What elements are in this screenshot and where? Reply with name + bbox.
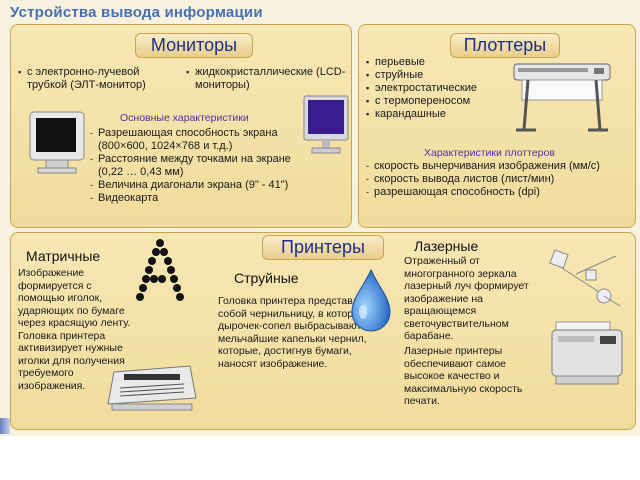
laser-mechanism-icon xyxy=(549,249,621,307)
laser-text-2: Лазерные принтеры обеспечивают самое выс… xyxy=(404,345,523,407)
lcd-monitor-icon xyxy=(303,95,349,154)
monitor-chars-title: Основные характеристики xyxy=(120,112,249,124)
plotter-type-item: с термопереносом xyxy=(366,95,526,108)
plotter-chars-list: скорость вычерчивания изображения (мм/с)… xyxy=(366,160,628,199)
monitor-type-lcd-label: жидкокристаллические (LCD-мониторы) xyxy=(186,66,346,92)
slide: Устройства вывода информации Мониторы с … xyxy=(0,0,640,436)
inkjet-text: Головка принтера представляет собой черн… xyxy=(218,295,379,370)
printers-heading: Принтеры xyxy=(262,235,384,260)
plotter-type-item: электростатические xyxy=(366,82,526,95)
corner-accent xyxy=(0,418,10,434)
plotter-char-item: скорость вычерчивания изображения (мм/с) xyxy=(366,160,628,173)
monitor-type-crt-label: с электронно-лучевой трубкой (ЭЛТ-монито… xyxy=(18,66,178,92)
monitor-char-item: Видеокарта xyxy=(90,192,308,205)
ink-drop-icon xyxy=(351,268,391,332)
plotter-icon xyxy=(513,63,611,132)
plotter-types-list: перьевые струйные электростатические с т… xyxy=(366,56,526,121)
page-title: Устройства вывода информации xyxy=(10,4,263,21)
plotter-type-item: перьевые xyxy=(366,56,526,69)
matrix-printer-icon xyxy=(107,365,197,411)
monitor-char-item: Величина диагонали экрана (9" - 41") xyxy=(90,179,308,192)
monitor-char-item: Разрешающая способность экрана (800×600,… xyxy=(90,127,308,153)
monitor-type-crt: с электронно-лучевой трубкой (ЭЛТ-монито… xyxy=(18,66,178,92)
plotter-type-item: карандашные xyxy=(366,108,526,121)
matrix-text: Изображение формируется с помощью иголок… xyxy=(18,267,131,392)
laser-title: Лазерные xyxy=(414,238,479,254)
plotter-chars-title: Характеристики плоттеров xyxy=(424,147,555,159)
plotter-char-item: разрешающая способность (dpi) xyxy=(366,186,628,199)
inkjet-title: Струйные xyxy=(234,270,299,286)
laser-printer-icon xyxy=(551,321,623,385)
crt-monitor-icon xyxy=(29,111,85,174)
plotters-heading: Плоттеры xyxy=(450,33,560,58)
monitor-chars-list: Разрешающая способность экрана (800×600,… xyxy=(90,127,308,205)
matrix-title: Матричные xyxy=(26,248,101,264)
letter-a-dots-icon xyxy=(136,239,184,301)
monitor-type-lcd: жидкокристаллические (LCD-мониторы) xyxy=(186,66,346,92)
monitors-heading: Мониторы xyxy=(135,33,253,58)
monitor-char-item: Расстояние между точками на экране (0,22… xyxy=(90,153,308,179)
plotter-char-item: скорость вывода листов (лист/мин) xyxy=(366,173,628,186)
laser-text-1: Отраженный от многогранного зеркала лазе… xyxy=(404,255,529,342)
plotter-type-item: струйные xyxy=(366,69,526,82)
